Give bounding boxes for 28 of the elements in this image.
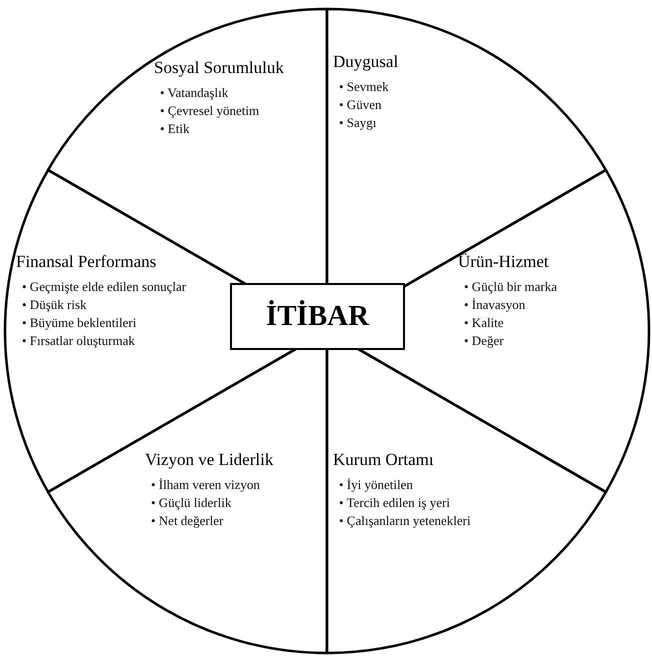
bullet-item: • İlham veren vizyon [150, 476, 261, 494]
bullet-item: • Geçmişte elde edilen sonuçlar [22, 278, 188, 296]
sector-heading: Ürün-Hizmet [458, 252, 549, 272]
bullet-item: • Güven [339, 96, 382, 114]
bullet-item: • Çevresel yönetim [160, 102, 260, 120]
bullet-item: • İnavasyon [464, 296, 526, 314]
center-title: İTİBAR [266, 300, 370, 333]
sector-heading: Duygusal [333, 52, 398, 72]
sector-heading: Finansal Performans [16, 252, 156, 272]
bullet-item: • Saygı [339, 114, 378, 132]
bullet-item: • Tercih edilen iş yeri [339, 494, 451, 512]
bullet-item: • Etik [160, 120, 190, 138]
bullet-item: • Değer [464, 332, 505, 350]
bullet-item: • İyi yönetilen [339, 476, 414, 494]
bullet-item: • Çalışanların yetenekleri [339, 512, 472, 530]
bullet-item: • Güçlü bir marka [464, 278, 558, 296]
bullet-item: • Vatandaşlık [160, 84, 230, 102]
sector-heading: Vizyon ve Liderlik [144, 450, 274, 470]
bullet-item: • Sevmek [339, 78, 390, 96]
bullet-item: • Kalite [464, 314, 505, 332]
bullet-item: • Net değerler [150, 512, 224, 530]
bullet-item: • Fırsatlar oluşturmak [22, 332, 136, 350]
bullet-item: • Güçlü liderlik [150, 494, 232, 512]
bullet-item: • Büyüme beklentileri [22, 314, 138, 332]
center-box [230, 283, 405, 350]
bullet-item: • Düşük risk [22, 296, 88, 314]
sector-heading: Sosyal Sorumluluk [154, 58, 284, 78]
sector-heading: Kurum Ortamı [333, 450, 434, 470]
